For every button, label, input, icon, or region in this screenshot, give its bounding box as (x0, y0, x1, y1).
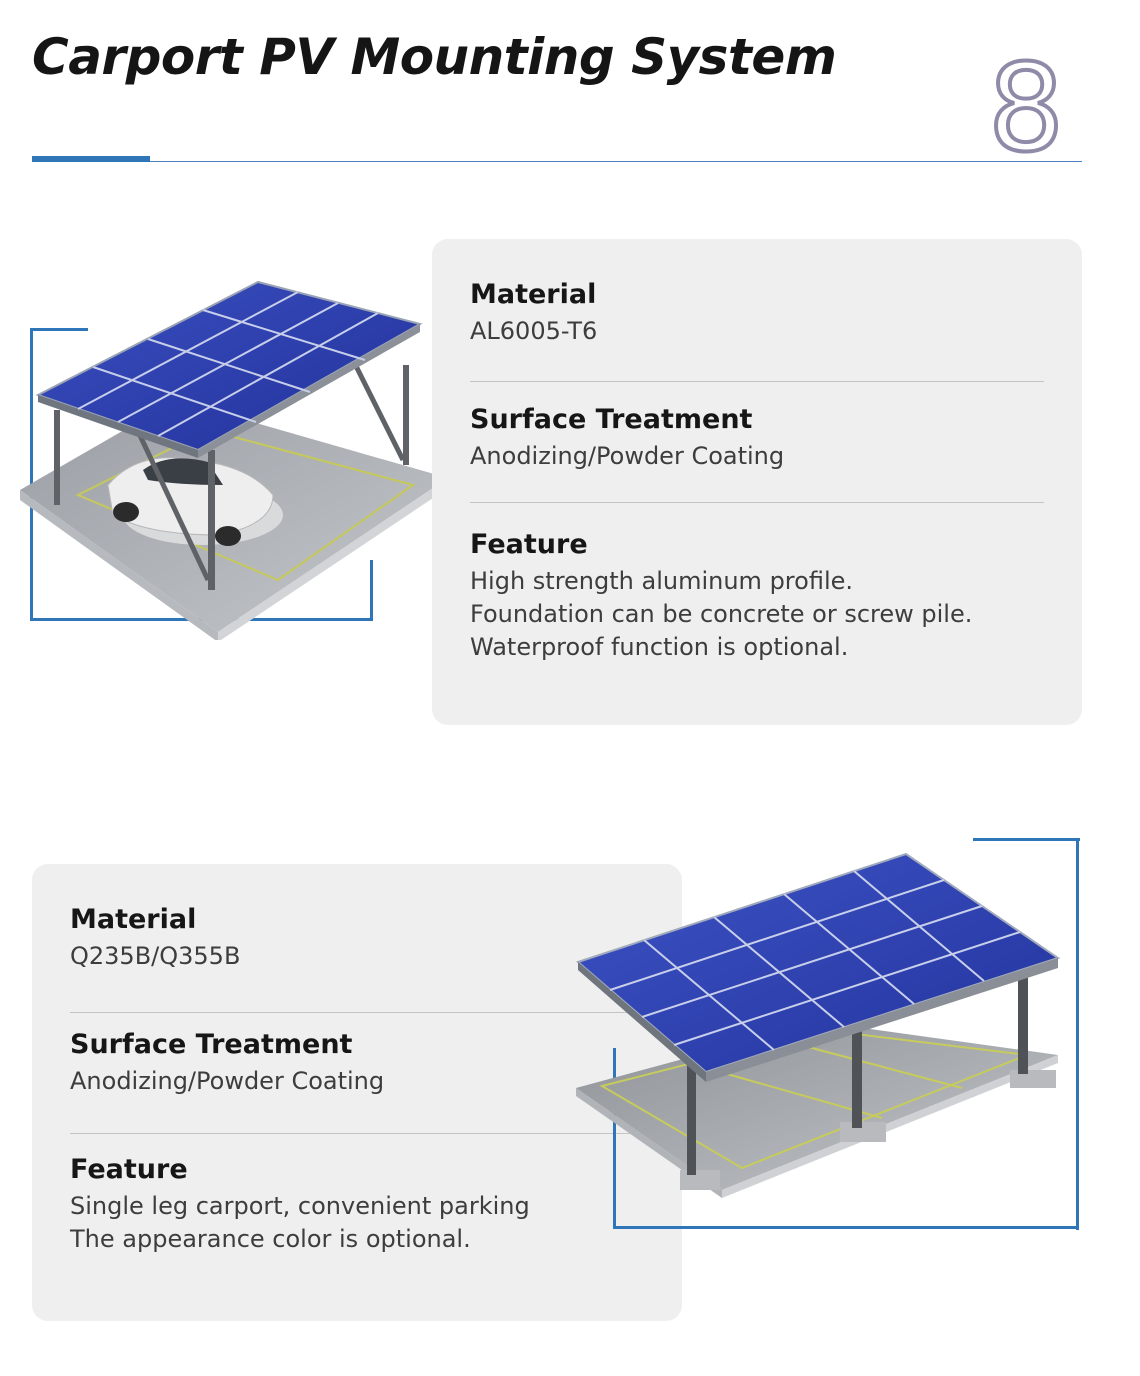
feature-line: Waterproof function is optional. (470, 633, 849, 662)
page-title: Carport PV Mounting System (32, 28, 837, 86)
feature-line: High strength aluminum profile. (470, 567, 854, 596)
image-frame-right (370, 560, 373, 621)
surface-heading: Surface Treatment (70, 1029, 353, 1060)
image-frame-top (973, 838, 1080, 841)
feature-section: Feature High strength aluminum profile. … (470, 529, 1044, 664)
material-heading: Material (470, 279, 597, 310)
feature-heading: Feature (70, 1154, 188, 1185)
feature-line: The appearance color is optional. (70, 1225, 471, 1254)
feature-heading: Feature (470, 529, 588, 560)
material-section: Material AL6005-T6 (470, 279, 1044, 348)
spec-divider (70, 1133, 682, 1134)
header-divider (32, 161, 1082, 162)
surface-value: Anodizing/Powder Coating (70, 1067, 385, 1096)
spec-card-steel: Material Q235B/Q355B Surface Treatment A… (32, 864, 682, 1321)
image-frame-bottom (613, 1226, 1079, 1229)
material-value: AL6005-T6 (470, 317, 598, 346)
feature-line: Single leg carport, convenient parking (70, 1192, 530, 1221)
page-number: 8 (986, 50, 1066, 162)
spec-divider (70, 1012, 682, 1013)
surface-section: Surface Treatment Anodizing/Powder Coati… (470, 404, 1044, 473)
image-frame-left (30, 328, 33, 621)
single-leg-carport-image (572, 850, 1064, 1200)
surface-heading: Surface Treatment (470, 404, 753, 435)
image-frame-top-left (30, 328, 88, 331)
surface-section: Surface Treatment Anodizing/Powder Coati… (70, 1029, 644, 1098)
image-frame-left (613, 1048, 616, 1229)
feature-line: Foundation can be concrete or screw pile… (470, 600, 973, 629)
header-accent-bar (32, 156, 150, 162)
image-frame-right (1076, 838, 1079, 1230)
spec-card-aluminum: Material AL6005-T6 Surface Treatment Ano… (432, 239, 1082, 725)
material-value: Q235B/Q355B (70, 942, 241, 971)
material-section: Material Q235B/Q355B (70, 904, 644, 973)
material-heading: Material (70, 904, 197, 935)
feature-section: Feature Single leg carport, convenient p… (70, 1154, 644, 1256)
surface-value: Anodizing/Powder Coating (470, 442, 785, 471)
spec-divider (470, 502, 1044, 503)
spec-divider (470, 381, 1044, 382)
aluminum-carport-image (18, 280, 450, 642)
